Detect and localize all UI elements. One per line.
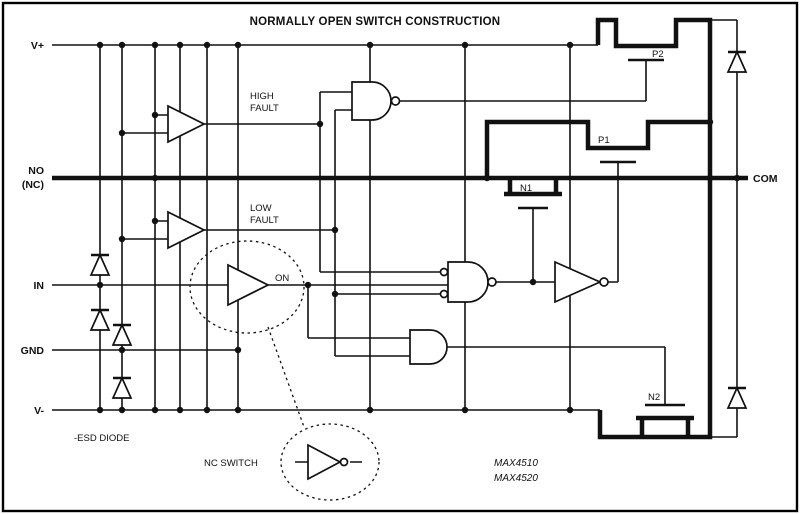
pin-label-nc: (NC) bbox=[22, 179, 44, 191]
nand-body bbox=[447, 261, 489, 303]
pin-label-vminus: V- bbox=[34, 405, 44, 417]
part-number-line1: MAX4510 bbox=[494, 458, 538, 469]
label-low-fault-line2: FAULT bbox=[250, 215, 279, 226]
wires-thick bbox=[52, 17, 748, 440]
nand-gate-middle bbox=[439, 261, 497, 303]
inverter-bubble bbox=[390, 96, 401, 106]
comparator-triangle bbox=[167, 210, 206, 250]
figure-title: NORMALLY OPEN SWITCH CONSTRUCTION bbox=[250, 16, 501, 28]
label-n1: N1 bbox=[520, 183, 532, 194]
com-clamp-diode-bottom bbox=[726, 385, 748, 409]
inverter-bubble bbox=[339, 457, 349, 467]
wires-thin bbox=[52, 19, 738, 463]
and-gate bbox=[409, 329, 448, 365]
and-body bbox=[409, 329, 448, 365]
on-switch-callout bbox=[189, 240, 305, 334]
label-esd-diode: -ESD DIODE bbox=[74, 433, 129, 444]
label-high-fault-line1: HIGH bbox=[250, 91, 274, 102]
nc-switch-inverter bbox=[307, 443, 349, 481]
input-bubble bbox=[439, 267, 449, 277]
label-p1: P1 bbox=[598, 135, 610, 146]
on-buffer bbox=[227, 263, 270, 307]
inverter-triangle bbox=[554, 260, 603, 304]
esd-diode-3 bbox=[111, 322, 133, 346]
n2-channel bbox=[636, 415, 694, 437]
inverter-bubble bbox=[599, 277, 609, 287]
pin-label-in: IN bbox=[34, 280, 45, 292]
comparator-high-fault bbox=[167, 104, 206, 144]
part-number-line2: MAX4520 bbox=[494, 473, 538, 484]
esd-diode-2 bbox=[89, 307, 111, 331]
label-p2: P2 bbox=[652, 49, 664, 60]
junction-dots bbox=[96, 41, 741, 414]
nand-gate-top bbox=[351, 81, 401, 121]
inverter-triangle bbox=[307, 443, 342, 481]
pin-label-gnd: GND bbox=[21, 345, 45, 357]
callout-ellipses bbox=[189, 240, 380, 501]
com-clamp-diode-top bbox=[726, 49, 748, 73]
esd-diodes bbox=[89, 49, 748, 409]
label-on: ON bbox=[275, 273, 289, 284]
buffer-triangle bbox=[227, 263, 270, 307]
p2-output-loop bbox=[595, 17, 713, 440]
label-n2: N2 bbox=[648, 392, 660, 403]
inverter-gate bbox=[554, 260, 609, 304]
esd-diode-1 bbox=[89, 252, 111, 276]
label-nc-switch: NC SWITCH bbox=[204, 458, 258, 469]
mosfet-gate-bars bbox=[518, 58, 685, 407]
nand-body bbox=[351, 81, 392, 121]
label-low-fault-line1: LOW bbox=[250, 203, 272, 214]
p1-path bbox=[484, 119, 710, 178]
comparator-triangle bbox=[167, 104, 206, 144]
nc-switch-callout bbox=[280, 423, 380, 501]
comparator-low-fault bbox=[167, 210, 206, 250]
callout-connector bbox=[267, 326, 305, 428]
inverter-bubble bbox=[487, 277, 497, 287]
pin-label-vplus: V+ bbox=[31, 40, 44, 52]
esd-diode-4 bbox=[111, 375, 133, 399]
input-bubble bbox=[439, 289, 449, 299]
n1-channel bbox=[504, 178, 562, 197]
pin-label-no: NO bbox=[28, 165, 44, 177]
pin-label-com: COM bbox=[753, 173, 778, 185]
label-high-fault-line2: FAULT bbox=[250, 103, 279, 114]
